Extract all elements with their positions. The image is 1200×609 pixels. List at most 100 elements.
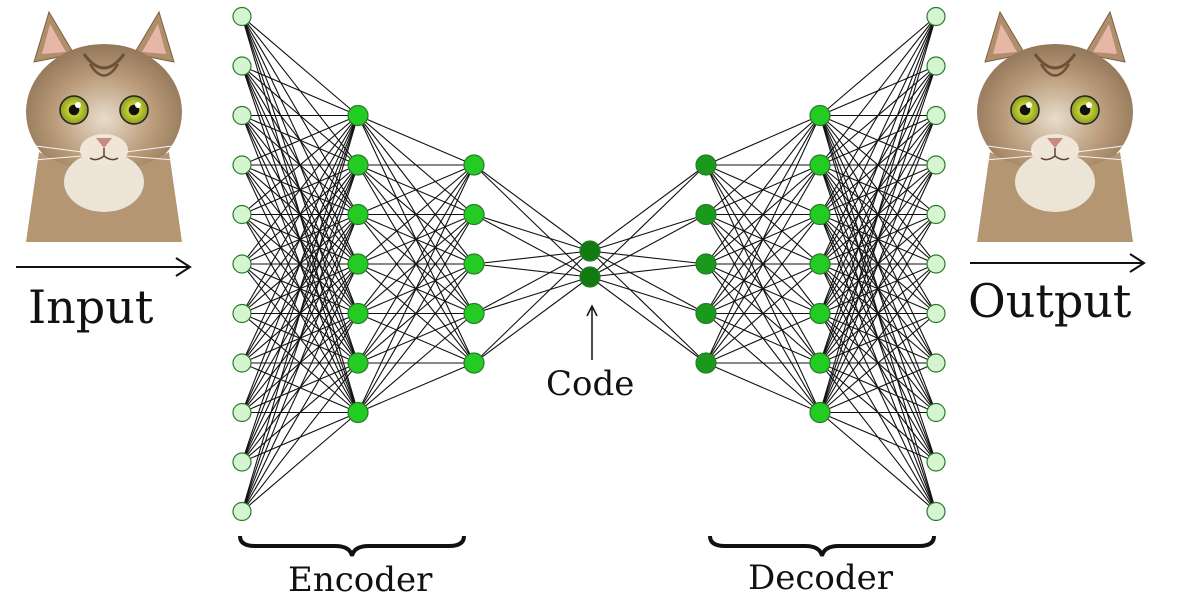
edge-input-to-encoder-hidden1 [241,263,359,512]
output-node [926,303,946,324]
edge-input-to-encoder-hidden1 [241,115,359,364]
output-node [926,353,946,373]
output-label: Output [968,274,1132,328]
decoder-hidden1-node [695,352,717,374]
edge-code-to-decoder-hidden1 [589,250,707,364]
decoder-brace [708,535,936,557]
edge-decoder-hidden1-to-decoder-hidden2 [705,164,821,364]
output-node [926,452,946,472]
edge-input-to-encoder-hidden1 [241,16,359,116]
edge-encoder-hidden2-to-code [473,214,591,278]
input-node [232,105,252,126]
edge-decoder-hidden2-to-output [819,313,937,413]
output-node [926,501,946,522]
decoder-hidden2-node [809,203,831,226]
edge-encoder-hidden1-to-encoder-hidden2 [357,263,475,413]
input-cat-image [24,10,184,244]
decoder-hidden1-node [695,302,717,325]
decoder-hidden2-node [809,401,831,424]
edge-decoder-hidden1-to-decoder-hidden2 [705,115,821,215]
output-node [926,56,946,76]
edge-decoder-hidden1-to-decoder-hidden2 [705,362,821,414]
edge-decoder-hidden2-to-output [819,16,937,314]
encoder-hidden1-node [347,154,369,176]
edge-input-to-encoder-hidden1 [241,214,359,512]
input-node [232,452,252,472]
input-node [232,56,252,76]
edge-encoder-hidden1-to-encoder-hidden2 [357,313,475,413]
edge-code-to-decoder-hidden1 [589,250,707,314]
edge-decoder-hidden1-to-decoder-hidden2 [705,312,821,364]
edge-encoder-hidden1-to-encoder-hidden2 [357,164,475,364]
encoder-hidden2-node [463,302,485,325]
edge-input-to-encoder-hidden1 [241,362,359,512]
input-node [232,402,252,423]
edge-code-to-decoder-hidden1 [589,263,707,278]
edge-decoder-hidden2-to-output [819,412,937,512]
edge-decoder-hidden2-to-output [819,263,937,413]
input-label: Input [28,280,154,334]
edge-code-to-decoder-hidden1 [589,164,707,252]
encoder-hidden2-node [463,154,485,176]
network-edges [241,16,937,512]
edge-input-to-encoder-hidden1 [241,114,359,166]
decoder-hidden1-node [695,253,717,275]
network-nodes [232,6,946,522]
edge-decoder-hidden2-to-output [819,16,937,265]
edge-decoder-hidden1-to-decoder-hidden2 [705,263,821,364]
output-arrow [970,253,1146,273]
input-node [232,155,252,175]
encoder-hidden1-node [347,401,369,424]
output-node [926,105,946,126]
edge-input-to-encoder-hidden1 [241,115,359,512]
decoder-label: Decoder [748,558,894,598]
input-arrow [16,257,192,277]
edge-decoder-hidden2-to-output [819,16,937,215]
edge-decoder-hidden2-to-output [819,65,937,413]
edge-decoder-hidden1-to-decoder-hidden2 [705,114,821,166]
edge-input-to-encoder-hidden1 [241,412,359,512]
edge-encoder-hidden2-to-code [473,213,591,252]
edge-code-to-decoder-hidden1 [589,276,707,315]
edge-decoder-hidden2-to-output [819,16,937,116]
encoder-hidden1-node [347,104,369,127]
edge-decoder-hidden1-to-decoder-hidden2 [705,115,821,265]
edge-encoder-hidden2-to-code [473,263,591,278]
input-node [232,501,252,522]
encoder-hidden2-node [463,352,485,374]
edge-input-to-encoder-hidden1 [241,164,359,512]
edge-decoder-hidden2-to-output [819,16,937,413]
edge-encoder-hidden1-to-encoder-hidden2 [357,114,475,166]
output-node [926,204,946,225]
decoder-hidden2-node [809,253,831,275]
edge-decoder-hidden1-to-decoder-hidden2 [705,115,821,314]
edge-encoder-hidden2-to-code [473,250,591,265]
edge-decoder-hidden2-to-output [819,16,937,166]
edge-encoder-hidden2-to-code [473,276,591,364]
edge-input-to-encoder-hidden1 [241,115,359,265]
edge-decoder-hidden2-to-output [819,362,937,414]
decoder-hidden2-node [809,302,831,325]
edge-decoder-hidden2-to-output [819,411,937,463]
decoder-hidden2-node [809,352,831,374]
edge-decoder-hidden2-to-output [819,16,937,364]
edge-encoder-hidden2-to-code [473,250,591,314]
edge-encoder-hidden2-to-code [473,164,591,252]
encoder-hidden1-node [347,253,369,275]
output-cat-image [975,10,1135,244]
edge-encoder-hidden2-to-code [473,164,591,278]
output-node [926,254,946,274]
edge-decoder-hidden1-to-decoder-hidden2 [705,115,821,364]
input-node [232,254,252,274]
input-node [232,6,252,27]
edge-encoder-hidden1-to-encoder-hidden2 [357,164,475,413]
input-node [232,303,252,324]
edge-encoder-hidden1-to-encoder-hidden2 [357,164,475,265]
encoder-label: Encoder [288,560,433,600]
edge-code-to-decoder-hidden1 [589,214,707,278]
edge-input-to-encoder-hidden1 [241,115,359,463]
edge-input-to-encoder-hidden1 [241,115,359,314]
input-node [232,204,252,225]
edge-input-to-encoder-hidden1 [241,313,359,512]
